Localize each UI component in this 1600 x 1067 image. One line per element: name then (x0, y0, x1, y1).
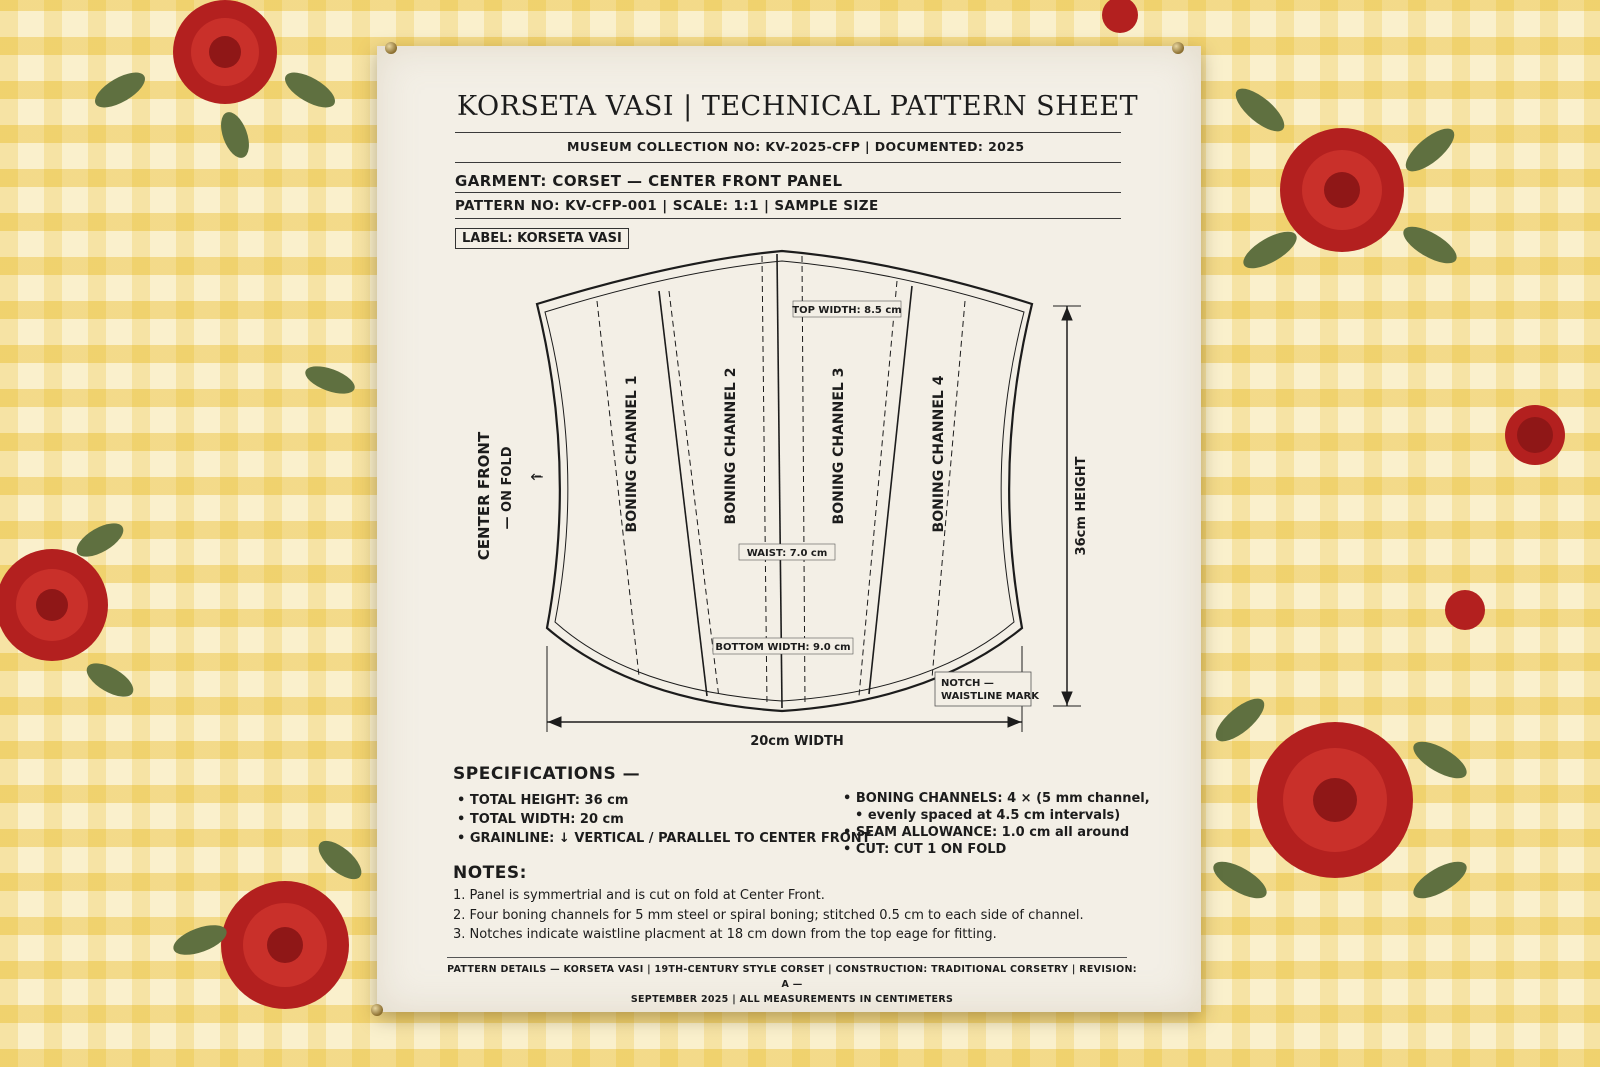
push-pin-icon (371, 1004, 383, 1016)
footer-line: SEPTEMBER 2025 | ALL MEASUREMENTS IN CEN… (630, 994, 954, 1005)
seam-allowance-line (544, 260, 1025, 702)
boning-channel-lines (596, 253, 966, 709)
specifications-heading: SPECIFICATIONS — (453, 764, 641, 784)
dimension-lines (535, 305, 1081, 732)
rose-embroidery-icon (1257, 722, 1413, 878)
waist-label: WAIST: 7.0 cm (747, 548, 828, 559)
note-item: 2. Four boning channels for 5 mm steel o… (453, 907, 1084, 923)
leaf-embroidery (76, 72, 1467, 955)
center-front-label: CENTER FRONT (475, 431, 493, 560)
rose-embroidery-icon (221, 881, 349, 1009)
specs-left-list: TOTAL HEIGHT: 36 cm TOTAL WIDTH: 20 cm G… (457, 791, 871, 848)
spec-item: SEAM ALLOWANCE: 1.0 cm all around (843, 824, 1150, 841)
push-pin-icon (385, 42, 397, 54)
note-item: 3. Notches indicate waistline placment a… (453, 927, 997, 942)
boning-channel-1-label: BONING CHANNEL 1 (624, 376, 640, 533)
footer-line: PATTERN DETAILS — KORSETA VASI | 19TH-CE… (447, 964, 1137, 990)
specs-right-list: BONING CHANNELS: 4 × (5 mm channel, even… (843, 790, 1150, 858)
spec-item-text: evenly spaced at 4.5 cm intervals) (867, 808, 1121, 823)
sheet-title: KORSETA VASI | TECHNICAL PATTERN SHEET (457, 91, 1139, 122)
bottom-width-label: BOTTOM WIDTH: 9.0 cm (715, 642, 850, 653)
height-label: 36cm HEIGHT (1074, 456, 1089, 555)
pattern-footer: PATTERN DETAILS — KORSETA VASI | 19TH-CE… (447, 962, 1137, 1007)
spec-item: BONING CHANNELS: 4 × (5 mm channel, (843, 790, 1150, 807)
spec-item: TOTAL HEIGHT: 36 cm (457, 791, 871, 810)
divider (455, 218, 1121, 219)
pattern-number-line: PATTERN NO: KV-CFP-001 | SCALE: 1:1 | SA… (455, 198, 879, 214)
spec-item: CUT: CUT 1 ON FOLD (843, 841, 1150, 858)
spec-item: GRAINLINE: ↓ VERTICAL / PARALLEL TO CENT… (457, 829, 871, 848)
waistline-mark-label: WAISTLINE MARK (941, 691, 1040, 702)
rose-embroidery-icon (0, 549, 108, 661)
rose-embroidery-icon (1102, 0, 1138, 33)
rose-embroidery-icon (1445, 590, 1485, 630)
boning-channel-2-label: BONING CHANNEL 2 (723, 368, 739, 525)
push-pin-icon (1172, 42, 1184, 54)
label-box: LABEL: KORSETA VASI (455, 228, 629, 249)
top-width-label: TOP WIDTH: 8.5 cm (792, 305, 901, 316)
divider (455, 192, 1121, 193)
boning-channel-4-label: BONING CHANNEL 4 (931, 375, 947, 532)
fold-arrow-icon: ← (530, 467, 543, 486)
panel-outline (535, 249, 1034, 713)
rose-embroidery-icon (1505, 405, 1565, 465)
footer-divider (447, 957, 1127, 958)
rose-embroidery-icon (173, 0, 277, 104)
rose-embroidery-icon (1280, 128, 1404, 252)
boning-channel-3-label: BONING CHANNEL 3 (831, 368, 847, 525)
notes-list: 1. Panel is symmertrial and is cut on fo… (453, 886, 1084, 945)
garment-line: GARMENT: CORSET — CENTER FRONT PANEL (455, 172, 843, 190)
spec-item: TOTAL WIDTH: 20 cm (457, 810, 871, 829)
corset-panel-diagram: TOP WIDTH: 8.5 cm WAIST: 7.0 cm BOTTOM W… (475, 249, 1089, 749)
note-item: 1. Panel is symmertrial and is cut on fo… (453, 888, 825, 903)
pattern-sheet: KORSETA VASI | TECHNICAL PATTERN SHEET M… (371, 42, 1201, 1016)
spec-item-continued: evenly spaced at 4.5 cm intervals) (843, 807, 1150, 824)
width-label: 20cm WIDTH (750, 734, 844, 749)
notch-label: NOTCH — (941, 678, 994, 689)
notes-heading: NOTES: (453, 863, 527, 883)
divider (455, 162, 1121, 163)
on-fold-label: — ON FOLD (500, 446, 515, 529)
collection-info: MUSEUM COLLECTION NO: KV-2025-CFP | DOCU… (567, 139, 1025, 154)
divider (455, 132, 1121, 133)
